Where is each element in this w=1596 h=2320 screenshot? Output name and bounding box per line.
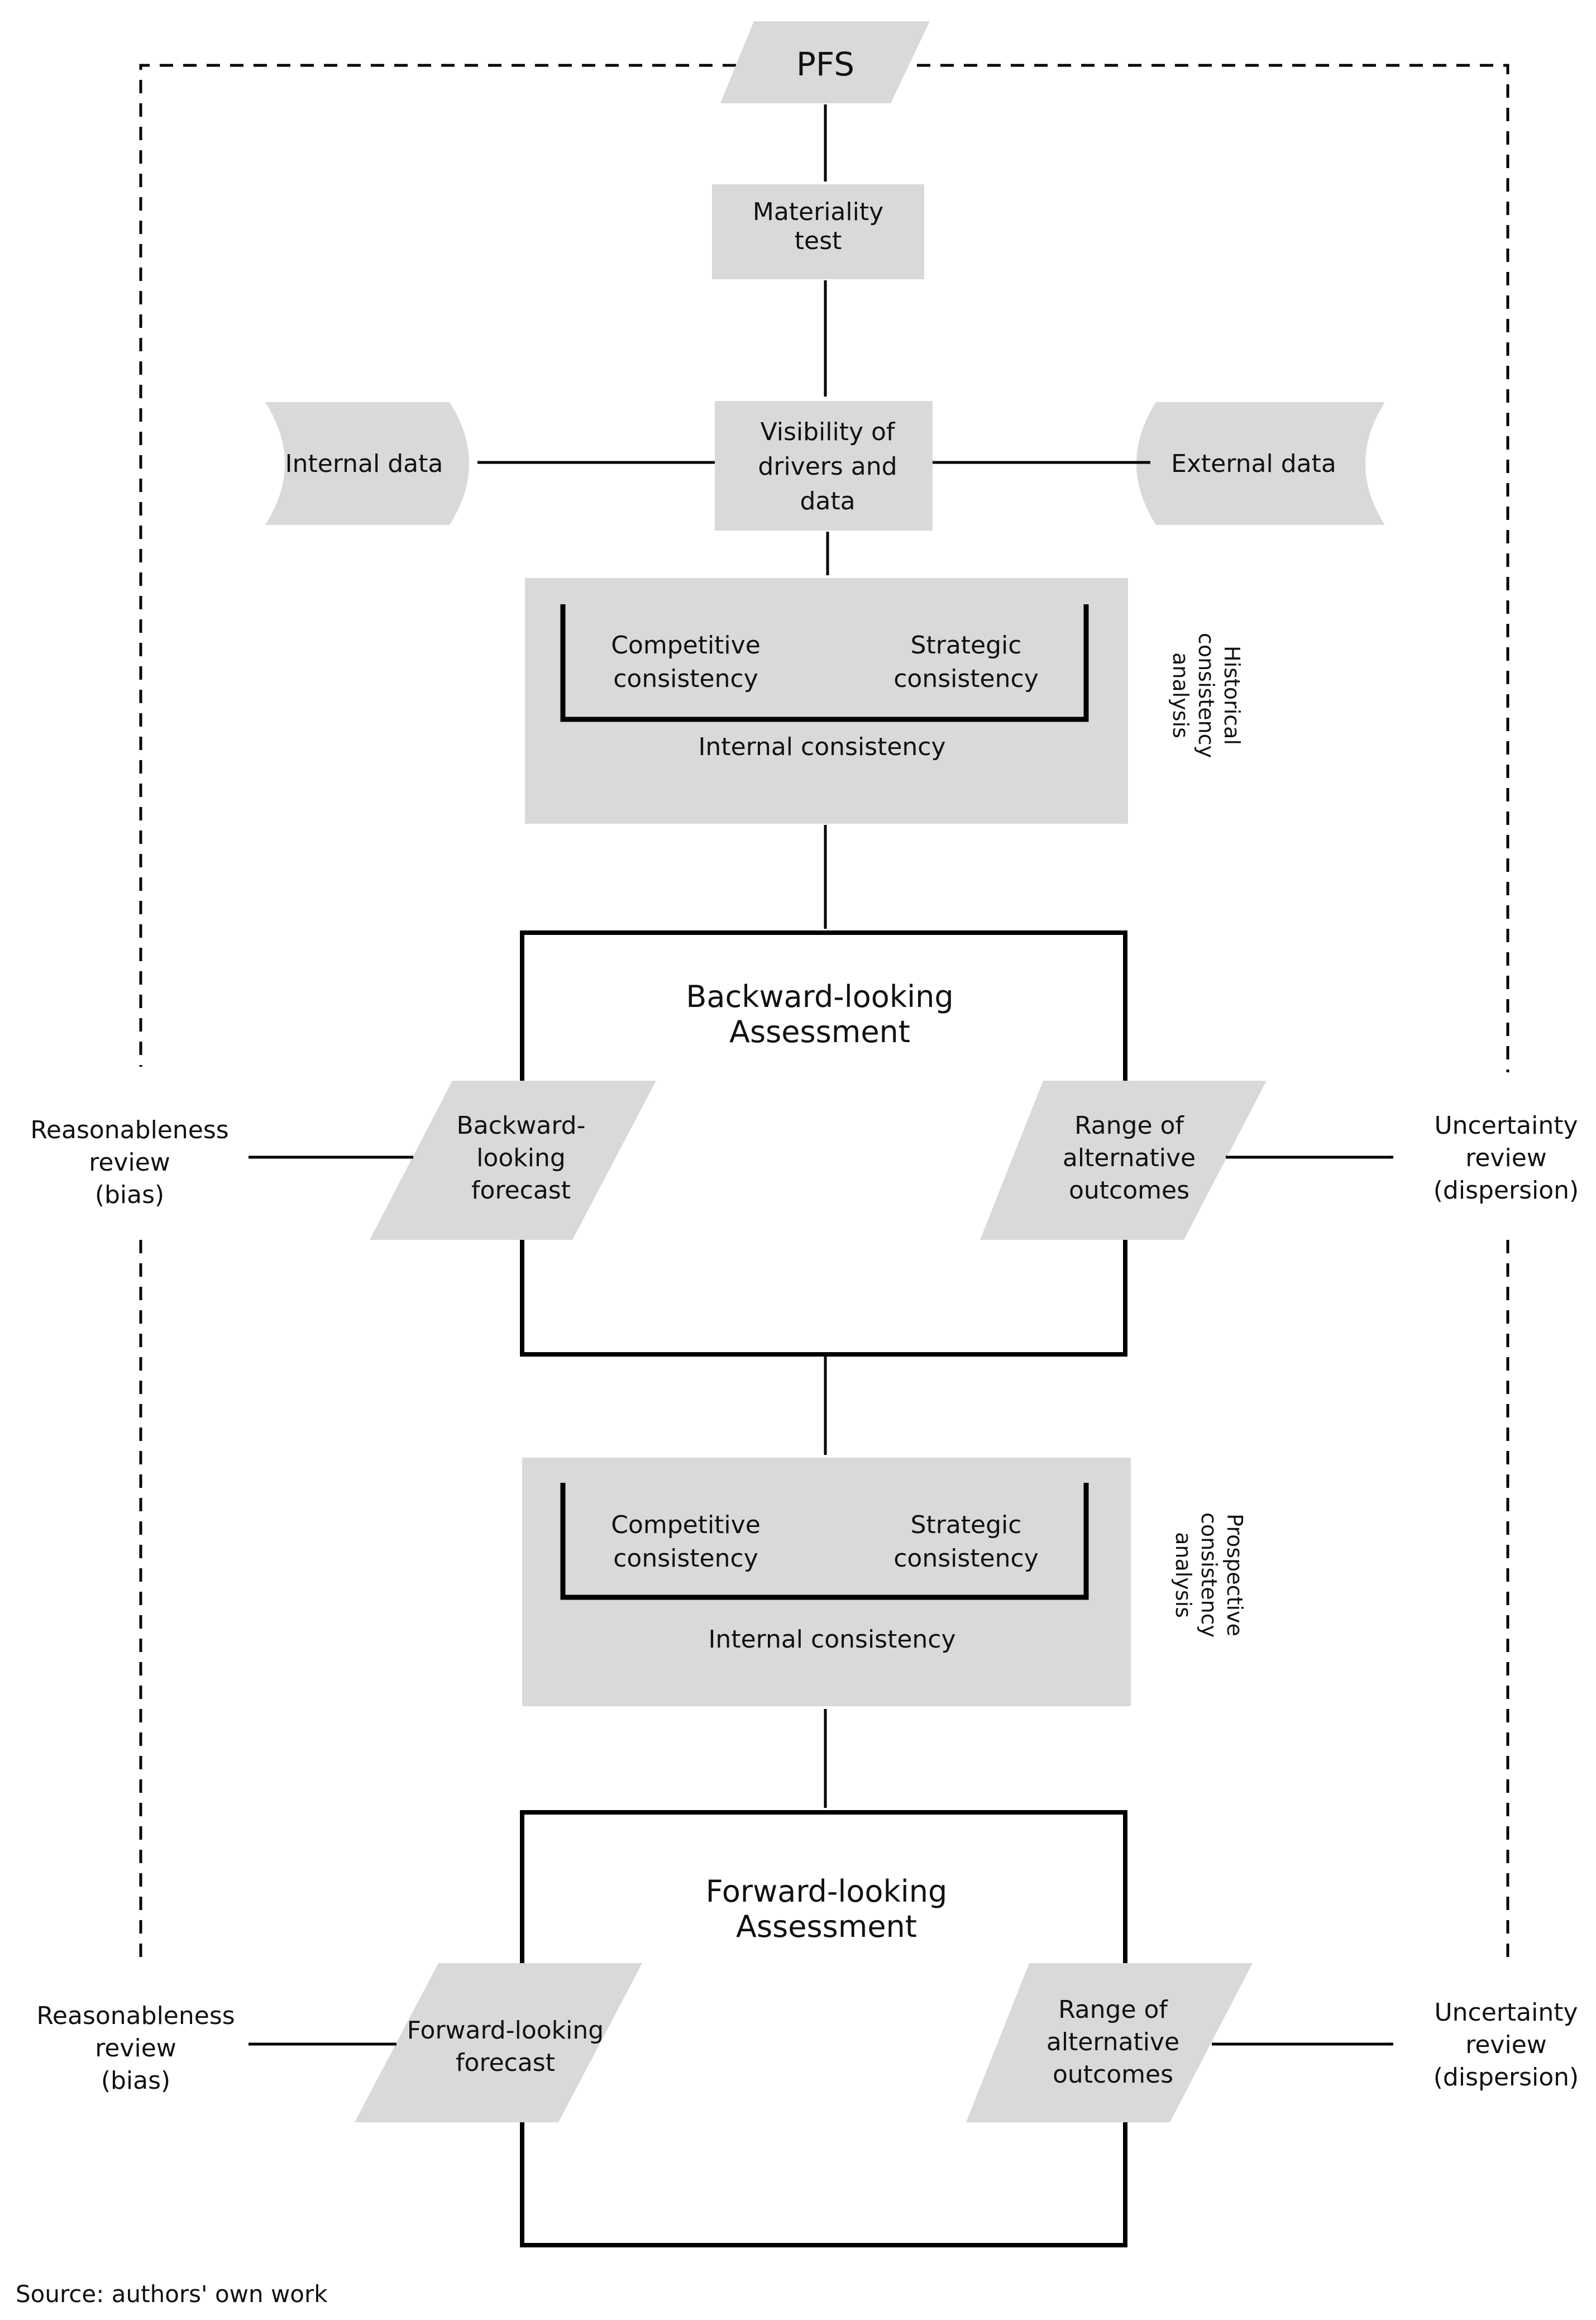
visibility-label-line3: data xyxy=(800,487,855,515)
historical-bracket xyxy=(560,604,1089,722)
svg-text:(dispersion): (dispersion) xyxy=(1433,1176,1579,1205)
prospective-internal-consistency: Internal consistency xyxy=(708,1625,955,1654)
svg-text:Uncertainty: Uncertainty xyxy=(1434,1998,1578,2027)
historical-competitive-line2: consistency xyxy=(613,665,758,693)
external-data-label: External data xyxy=(1171,450,1336,478)
svg-text:review: review xyxy=(95,2034,176,2063)
svg-text:consistency: consistency xyxy=(1194,633,1218,758)
svg-text:Range of: Range of xyxy=(1058,1996,1168,2024)
svg-text:analysis: analysis xyxy=(1168,652,1193,738)
prospective-competitive-line1: Competitive xyxy=(611,1511,761,1539)
svg-text:(bias): (bias) xyxy=(101,2066,170,2095)
materiality-label-line2: test xyxy=(795,227,842,255)
svg-text:forecast: forecast xyxy=(471,1176,571,1205)
svg-text:looking: looking xyxy=(476,1144,566,1172)
svg-text:review: review xyxy=(1465,2031,1547,2059)
svg-text:analysis: analysis xyxy=(1171,1532,1196,1618)
svg-text:outcomes: outcomes xyxy=(1069,1176,1189,1205)
visibility-box: Visibility of drivers and data xyxy=(715,401,933,531)
svg-text:Range of: Range of xyxy=(1074,1111,1184,1140)
feedback-loop-frame xyxy=(139,64,1509,1966)
historical-side-label: Historical consistency analysis xyxy=(1168,633,1244,758)
historical-competitive-line1: Competitive xyxy=(611,631,761,660)
visibility-label-line2: drivers and xyxy=(758,452,897,481)
svg-text:review: review xyxy=(1465,1144,1547,1172)
svg-text:outcomes: outcomes xyxy=(1053,2060,1173,2089)
svg-text:consistency: consistency xyxy=(1197,1512,1221,1638)
backward-title-line1: Backward-looking xyxy=(686,979,953,1014)
prospective-bracket xyxy=(560,1483,1089,1600)
uncertainty-review-2: Uncertainty review (dispersion) xyxy=(1433,1998,1579,2092)
materiality-test-box: Materiality test xyxy=(712,184,924,279)
visibility-label-line1: Visibility of xyxy=(761,418,896,446)
svg-text:Reasonableness: Reasonableness xyxy=(36,2002,235,2030)
source-note: Source: authors' own work xyxy=(16,2280,328,2308)
svg-text:Backward-: Backward- xyxy=(457,1111,586,1140)
pfs-label: PFS xyxy=(796,45,854,83)
backward-title-line2: Assessment xyxy=(729,1014,910,1049)
pfs-node: PFS xyxy=(720,21,930,103)
uncertainty-review-1: Uncertainty review (dispersion) xyxy=(1433,1111,1579,1205)
internal-data-label: Internal data xyxy=(285,450,443,478)
svg-text:(dispersion): (dispersion) xyxy=(1433,2063,1579,2092)
backward-forecast-node: Backward- looking forecast xyxy=(370,1081,656,1240)
external-data-node: External data xyxy=(1136,402,1385,525)
reasonableness-review-2: Reasonableness review (bias) xyxy=(36,2002,235,2095)
forward-range-node: Range of alternative outcomes xyxy=(966,1963,1253,2122)
svg-text:Prospective: Prospective xyxy=(1222,1514,1247,1636)
historical-consistency-box: Competitive consistency Strategic consis… xyxy=(525,578,1128,824)
backward-assessment-box: Backward-looking Assessment xyxy=(520,930,1127,1357)
svg-text:Forward-looking: Forward-looking xyxy=(407,2016,604,2045)
historical-strategic-line1: Strategic xyxy=(911,631,1022,660)
historical-strategic-line2: consistency xyxy=(893,665,1039,693)
backward-range-node: Range of alternative outcomes xyxy=(980,1081,1267,1240)
prospective-strategic-line1: Strategic xyxy=(911,1511,1022,1539)
svg-text:Historical: Historical xyxy=(1220,646,1244,745)
prospective-side-label: Prospective consistency analysis xyxy=(1171,1512,1247,1638)
forward-title-line2: Assessment xyxy=(736,1909,917,1944)
prospective-competitive-line2: consistency xyxy=(613,1544,758,1573)
svg-text:Uncertainty: Uncertainty xyxy=(1434,1111,1578,1140)
historical-internal-consistency: Internal consistency xyxy=(698,733,945,761)
internal-data-node: Internal data xyxy=(265,402,469,525)
forward-title-line1: Forward-looking xyxy=(706,1874,948,1909)
reasonableness-review-1: Reasonableness review (bias) xyxy=(30,1116,228,1209)
prospective-consistency-box: Competitive consistency Strategic consis… xyxy=(522,1458,1131,1706)
materiality-label-line1: Materiality xyxy=(753,198,883,226)
svg-text:forecast: forecast xyxy=(456,2049,555,2077)
forward-forecast-node: Forward-looking forecast xyxy=(355,1963,642,2122)
svg-text:(bias): (bias) xyxy=(95,1181,164,1209)
svg-text:Reasonableness: Reasonableness xyxy=(30,1116,228,1144)
prospective-strategic-line2: consistency xyxy=(893,1544,1039,1573)
svg-text:review: review xyxy=(89,1148,170,1177)
svg-text:alternative: alternative xyxy=(1063,1144,1196,1172)
svg-text:alternative: alternative xyxy=(1047,2028,1179,2056)
